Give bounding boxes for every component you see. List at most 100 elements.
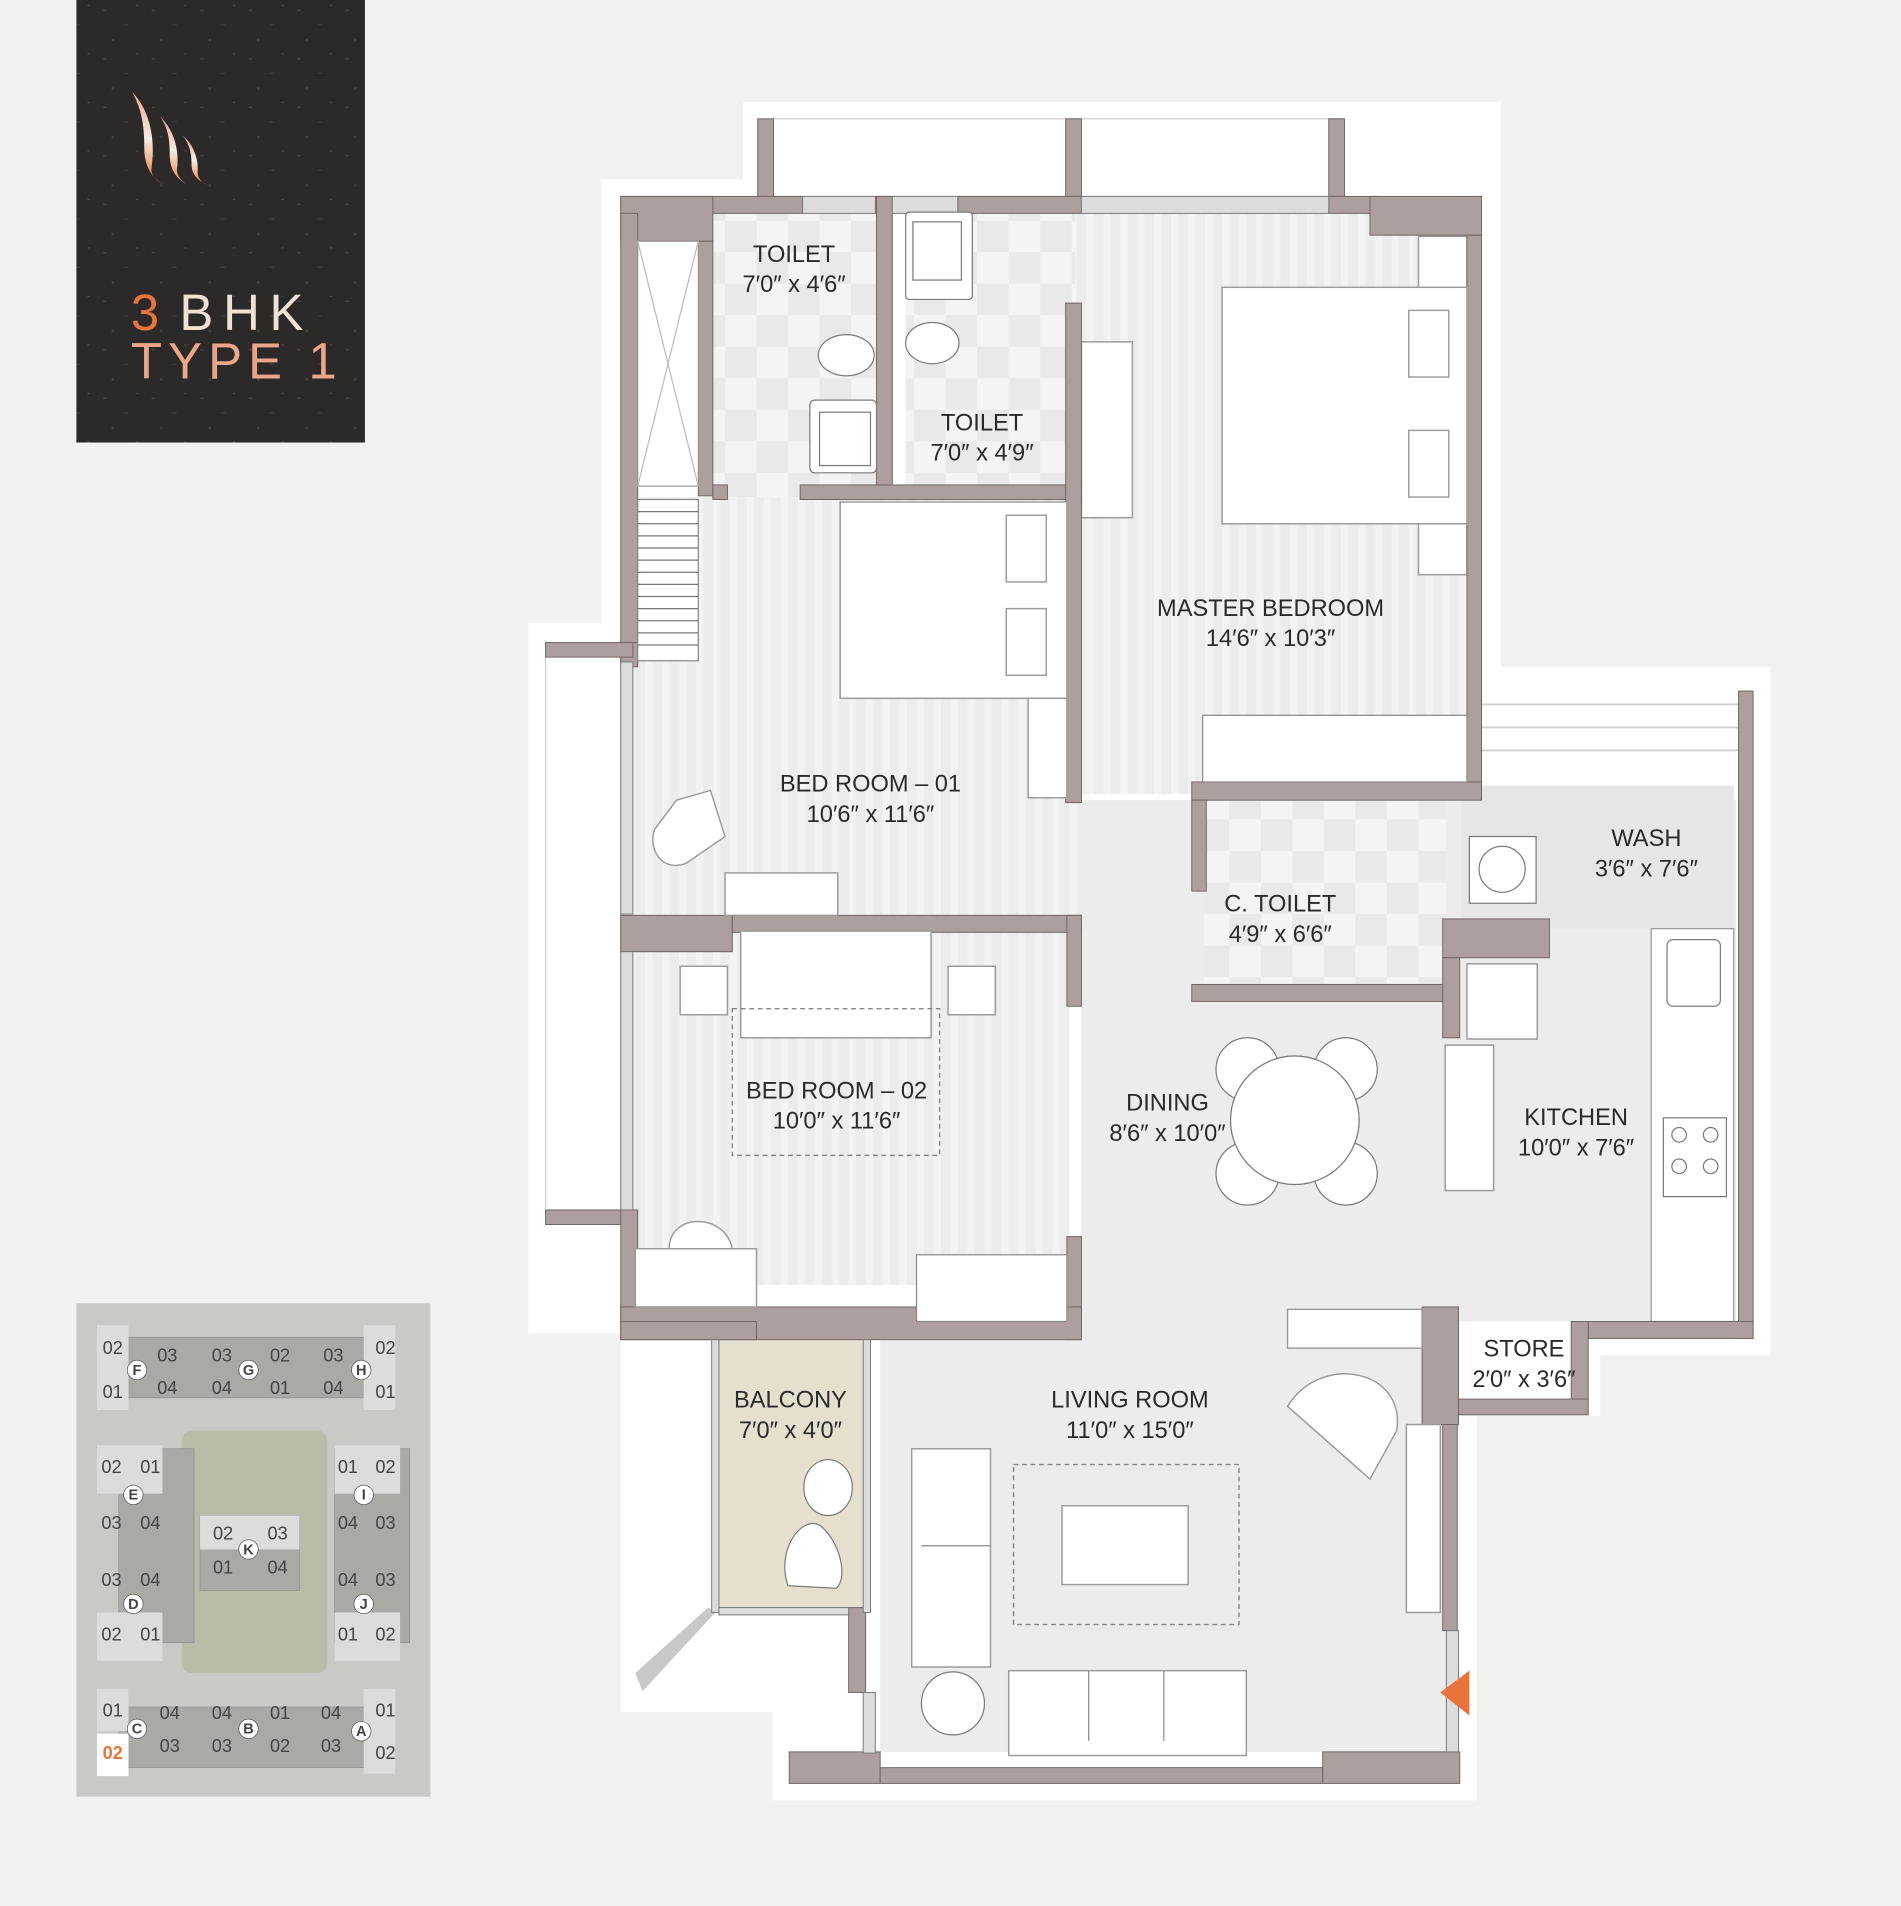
svg-text:STORE: STORE [1483, 1337, 1564, 1363]
svg-text:11′0″ x 15′0″: 11′0″ x 15′0″ [1066, 1418, 1194, 1444]
key-plan: 02 01 03 03 02 03 04 04 01 04 02 01 02 0… [76, 1303, 431, 1797]
title-type: TYPE 1 [131, 332, 343, 389]
svg-text:J: J [360, 1597, 368, 1613]
svg-text:01: 01 [338, 1624, 358, 1644]
svg-text:10′6″ x 11′6″: 10′6″ x 11′6″ [807, 802, 935, 828]
tower-marker-i: I [353, 1484, 374, 1505]
key-plan-unit-labels: 02 01 03 03 02 03 04 04 01 04 02 01 02 0… [101, 1338, 395, 1763]
title-number: 3 [131, 284, 164, 341]
room-label-kitchen: KITCHEN 10′0″ x 7′6″ [1518, 1105, 1634, 1161]
svg-text:2′0″ x 3′6″: 2′0″ x 3′6″ [1472, 1367, 1575, 1393]
svg-text:03: 03 [101, 1570, 121, 1590]
svg-text:7′0″ x 4′0″: 7′0″ x 4′0″ [739, 1418, 842, 1444]
svg-text:03: 03 [321, 1736, 341, 1756]
svg-text:03: 03 [375, 1570, 395, 1590]
svg-text:7′0″ x 4′9″: 7′0″ x 4′9″ [930, 441, 1033, 467]
svg-text:14′6″ x 10′3″: 14′6″ x 10′3″ [1206, 626, 1335, 652]
svg-text:04: 04 [321, 1703, 341, 1723]
floor-plan: TOILET 7′0″ x 4′6″ TOILET 7′0″ x 4′9″ MA… [528, 101, 1771, 1801]
room-labels: TOILET 7′0″ x 4′6″ TOILET 7′0″ x 4′9″ MA… [734, 242, 1698, 1444]
svg-text:BED ROOM – 02: BED ROOM – 02 [746, 1078, 927, 1104]
room-label-dining: DINING 8′6″ x 10′0″ [1109, 1091, 1225, 1147]
svg-text:04: 04 [323, 1378, 343, 1398]
svg-text:01: 01 [140, 1624, 160, 1644]
brand-panel: 3 BHK TYPE 1 [76, 0, 365, 443]
key-plan-tower-markers: F G H E I K D J C B A [123, 1359, 374, 1742]
room-label-toilet-2: TOILET 7′0″ x 4′9″ [930, 410, 1033, 466]
svg-text:01: 01 [140, 1457, 160, 1477]
room-label-bedroom-02: BED ROOM – 02 10′0″ x 11′6″ [746, 1078, 927, 1134]
highlighted-unit-label: 02 [103, 1743, 123, 1763]
svg-text:02: 02 [375, 1457, 395, 1477]
svg-text:H: H [356, 1363, 367, 1379]
svg-text:8′6″ x 10′0″: 8′6″ x 10′0″ [1109, 1121, 1225, 1147]
store-floor [1458, 1331, 1587, 1400]
svg-text:01: 01 [375, 1382, 395, 1402]
svg-text:03: 03 [160, 1736, 180, 1756]
svg-text:02: 02 [101, 1624, 121, 1644]
tower-marker-h: H [351, 1359, 372, 1381]
svg-text:01: 01 [270, 1703, 290, 1723]
svg-text:KITCHEN: KITCHEN [1524, 1105, 1628, 1131]
svg-text:A: A [356, 1724, 367, 1740]
svg-text:04: 04 [140, 1570, 160, 1590]
svg-text:C: C [132, 1722, 143, 1738]
svg-text:7′0″ x 4′6″: 7′0″ x 4′6″ [743, 272, 846, 298]
svg-text:03: 03 [212, 1345, 232, 1365]
tower-marker-e: E [123, 1484, 144, 1505]
svg-text:02: 02 [270, 1345, 290, 1365]
svg-text:02: 02 [101, 1457, 121, 1477]
walls [545, 118, 1754, 1784]
tower-marker-k: K [238, 1539, 259, 1560]
svg-text:03: 03 [268, 1524, 288, 1544]
room-label-store: STORE 2′0″ x 3′6″ [1472, 1337, 1575, 1393]
svg-text:04: 04 [157, 1378, 177, 1398]
tower-marker-j: J [353, 1593, 374, 1615]
svg-text:10′0″ x 7′6″: 10′0″ x 7′6″ [1518, 1135, 1634, 1161]
tower-marker-a: A [351, 1721, 372, 1742]
svg-text:C. TOILET: C. TOILET [1224, 892, 1336, 918]
svg-text:04: 04 [160, 1703, 180, 1723]
svg-text:04: 04 [338, 1513, 358, 1533]
svg-text:04: 04 [212, 1703, 232, 1723]
svg-text:02: 02 [375, 1624, 395, 1644]
svg-text:DINING: DINING [1126, 1091, 1209, 1117]
svg-text:01: 01 [375, 1701, 395, 1721]
svg-text:03: 03 [101, 1513, 121, 1533]
svg-text:01: 01 [103, 1382, 123, 1402]
svg-text:MASTER BEDROOM: MASTER BEDROOM [1157, 596, 1384, 622]
entrance-marker-icon [1440, 1670, 1470, 1716]
svg-text:I: I [362, 1488, 366, 1504]
svg-text:04: 04 [338, 1570, 358, 1590]
room-label-c-toilet: C. TOILET 4′9″ x 6′6″ [1224, 892, 1336, 948]
svg-text:10′0″ x 11′6″: 10′0″ x 11′6″ [773, 1109, 901, 1135]
svg-text:01: 01 [213, 1558, 233, 1578]
svg-text:D: D [128, 1597, 139, 1613]
svg-text:4′9″ x 6′6″: 4′9″ x 6′6″ [1229, 922, 1332, 948]
svg-text:K: K [243, 1542, 254, 1558]
svg-text:G: G [243, 1363, 254, 1379]
svg-text:02: 02 [103, 1338, 123, 1358]
highlighted-unit [96, 1733, 129, 1777]
room-label-toilet-1: TOILET 7′0″ x 4′6″ [743, 242, 846, 298]
svg-text:02: 02 [270, 1736, 290, 1756]
room-label-wash: WASH 3′6″ x 7′6″ [1595, 826, 1698, 882]
svg-text:01: 01 [103, 1701, 123, 1721]
svg-text:01: 01 [338, 1457, 358, 1477]
room-label-master-bedroom: MASTER BEDROOM 14′6″ x 10′3″ [1157, 596, 1384, 652]
room-label-bedroom-01: BED ROOM – 01 10′6″ x 11′6″ [780, 772, 961, 828]
svg-text:04: 04 [212, 1378, 232, 1398]
svg-text:TOILET: TOILET [753, 242, 835, 268]
svg-text:LIVING ROOM: LIVING ROOM [1051, 1388, 1209, 1414]
svg-text:03: 03 [375, 1513, 395, 1533]
room-label-balcony: BALCONY 7′0″ x 4′0″ [734, 1388, 847, 1444]
svg-text:04: 04 [140, 1513, 160, 1533]
flame-stripes-logo-icon [132, 92, 208, 185]
svg-text:04: 04 [268, 1558, 288, 1578]
svg-text:03: 03 [212, 1736, 232, 1756]
tower-marker-d: D [123, 1593, 144, 1615]
tower-marker-c: C [126, 1718, 148, 1739]
svg-text:F: F [133, 1363, 142, 1379]
svg-text:TOILET: TOILET [941, 410, 1023, 436]
svg-text:02: 02 [375, 1338, 395, 1358]
